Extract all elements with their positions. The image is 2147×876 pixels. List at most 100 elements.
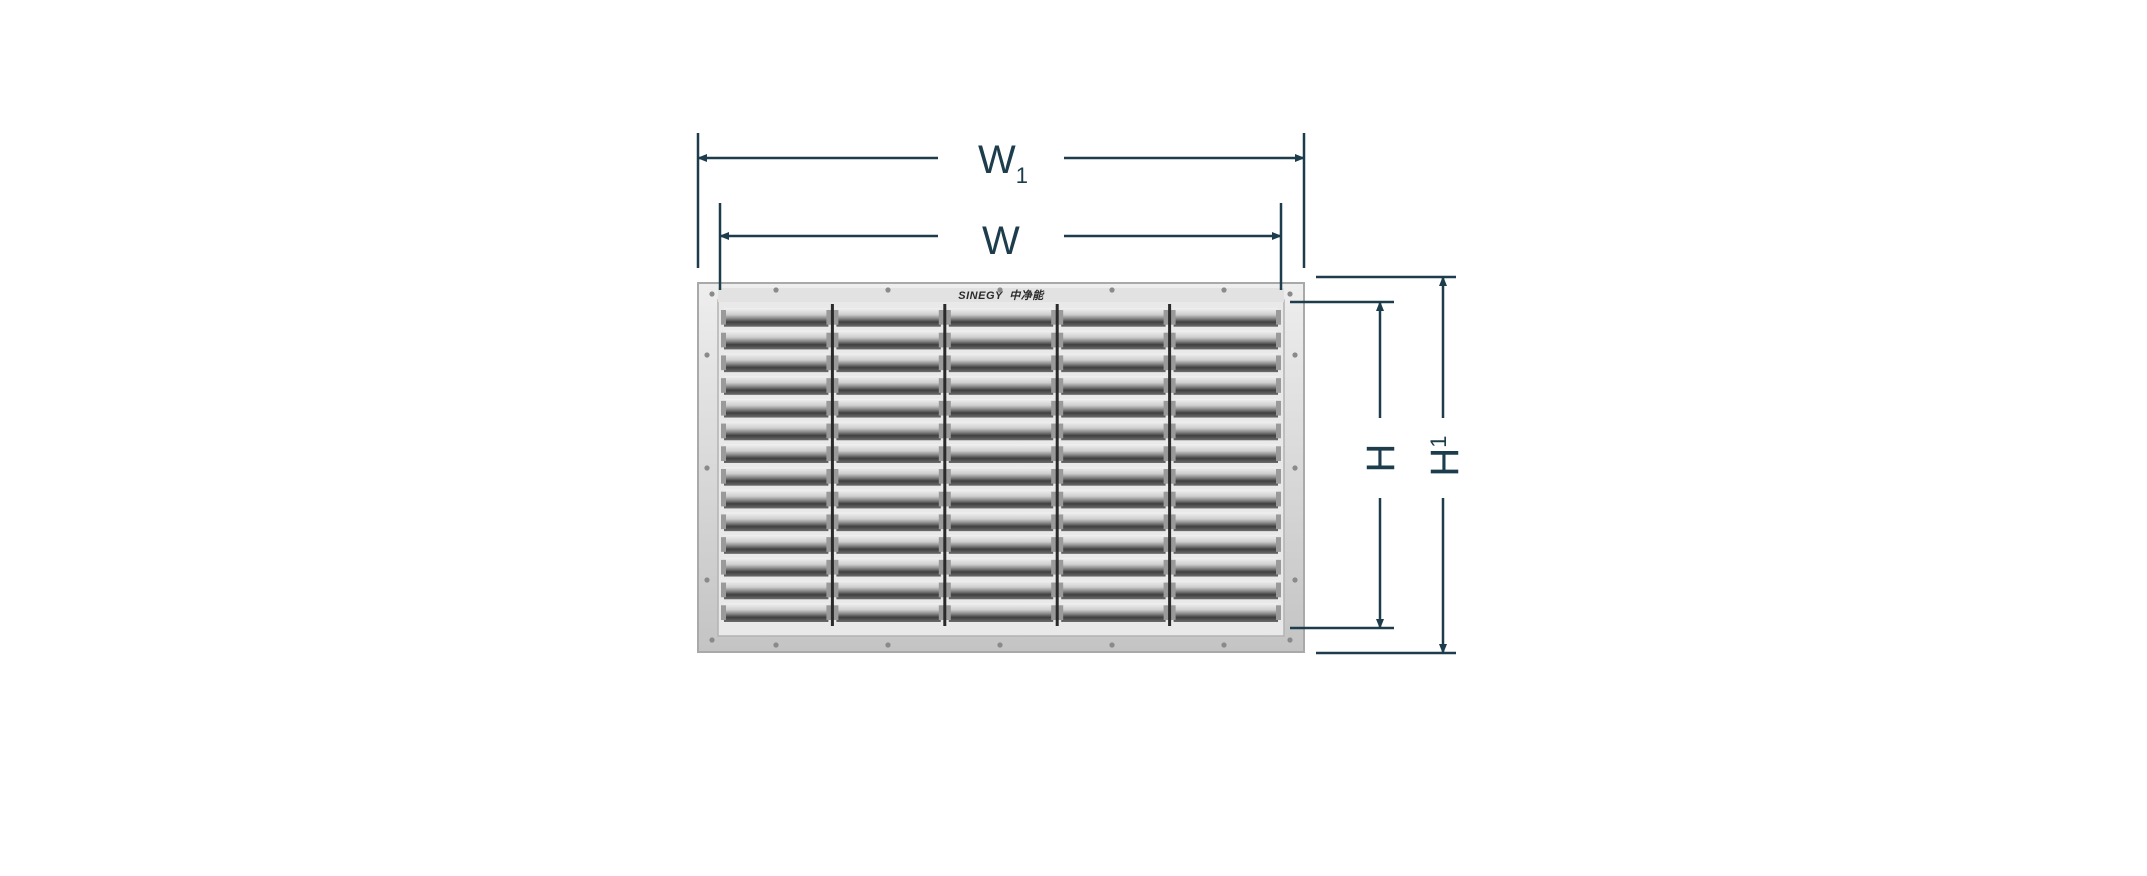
dimension-outer-height [1316, 275, 1456, 655]
mullion [1168, 304, 1172, 626]
louver-blade [945, 376, 1057, 395]
louver-blade [1058, 376, 1169, 395]
louver-blade [833, 512, 944, 532]
louver-blade [945, 557, 1057, 577]
louver-blade [1170, 444, 1281, 463]
louver-blade [945, 580, 1057, 600]
louver-blade [1058, 353, 1169, 373]
louver-blade [1170, 353, 1281, 373]
louver-blade [945, 467, 1057, 486]
louver-blade [945, 489, 1057, 509]
louver-blade [721, 489, 832, 509]
louver-blade [1058, 512, 1169, 532]
louver-blade [1058, 603, 1169, 622]
brand-name: SINEGY [958, 290, 1004, 302]
dimension-inner-width [718, 203, 1283, 290]
louver-blade [1170, 308, 1281, 327]
louver-blade [1170, 603, 1281, 622]
inner-height-label: H [1359, 444, 1403, 473]
outer-width-label: W1 [978, 138, 1028, 188]
inner-width-label: W [982, 219, 1020, 263]
louver-blade [833, 376, 944, 395]
louver-blade [1058, 467, 1169, 486]
mullion [1055, 304, 1059, 626]
louver-blade [945, 444, 1057, 463]
louver-blade [1170, 489, 1281, 509]
brand-name-cn: 中净能 [1009, 289, 1045, 302]
louver-blade [1170, 421, 1281, 441]
mounting-hole [704, 352, 710, 358]
louver-blade [833, 580, 944, 600]
louver-blade [1170, 376, 1281, 395]
louver-blade [1058, 489, 1169, 509]
louver-blade [1170, 580, 1281, 600]
mounting-hole [997, 642, 1003, 648]
louver-blade [833, 421, 944, 441]
mounting-holes [704, 287, 1298, 648]
louver-blade [721, 603, 832, 622]
louver-blade [1058, 308, 1169, 327]
mounting-hole [1221, 287, 1227, 293]
louver-blade [1058, 557, 1169, 577]
louver-blade [833, 489, 944, 509]
louver-blade [1170, 535, 1281, 554]
louver-blade [721, 421, 832, 441]
louver-blade [1170, 330, 1281, 350]
mounting-hole [1292, 577, 1298, 583]
louver-blade [721, 535, 832, 554]
louver-blade [945, 421, 1057, 441]
outer-height-label: H1 [1423, 435, 1467, 476]
louver-blade [1058, 421, 1169, 441]
louver-blade [721, 467, 832, 486]
mullion [830, 304, 834, 626]
louver-blade [1170, 512, 1281, 532]
louver-blade [1170, 557, 1281, 577]
louver-blade [945, 398, 1057, 418]
louver-blade [945, 512, 1057, 532]
mounting-hole [1287, 637, 1293, 643]
mounting-hole [997, 287, 1003, 293]
mounting-hole [709, 291, 715, 297]
louver-blade [833, 308, 944, 327]
louver-blade [721, 580, 832, 600]
louver-blade [833, 353, 944, 373]
louver-blade [1058, 398, 1169, 418]
mullion [943, 304, 947, 626]
mounting-hole [1287, 291, 1293, 297]
brand-strip [718, 288, 1284, 302]
mounting-hole [885, 287, 891, 293]
louver-blade [833, 467, 944, 486]
louver-blade [833, 398, 944, 418]
louver-blade [945, 308, 1057, 327]
louver-blade [833, 330, 944, 350]
louver-blade [1058, 580, 1169, 600]
mounting-hole [1292, 352, 1298, 358]
louver-blade [945, 353, 1057, 373]
louver-blade [721, 444, 832, 463]
louver-blades [721, 308, 1281, 622]
louver-blade [1170, 398, 1281, 418]
dimension-inner-height [1290, 300, 1394, 630]
mounting-hole [709, 637, 715, 643]
mounting-hole [1292, 465, 1298, 471]
louver-blade [1058, 535, 1169, 554]
louver-blade [1170, 467, 1281, 486]
louver-blade [945, 535, 1057, 554]
louver-blade [721, 398, 832, 418]
louver-blade [721, 353, 832, 373]
mounting-hole [773, 287, 779, 293]
brand-label: SINEGY 中净能 [958, 289, 1045, 302]
louver-blade [945, 603, 1057, 622]
louver-blade [721, 512, 832, 532]
louver-blade [721, 376, 832, 395]
mounting-hole [1221, 642, 1227, 648]
louver-blade [833, 535, 944, 554]
louver-panel: SINEGY 中净能 [697, 282, 1305, 653]
louver-blade [833, 603, 944, 622]
louver-blade [1058, 444, 1169, 463]
mounting-hole [704, 577, 710, 583]
louver-blade [833, 444, 944, 463]
louver-mullions [830, 304, 1172, 626]
mounting-hole [704, 465, 710, 471]
